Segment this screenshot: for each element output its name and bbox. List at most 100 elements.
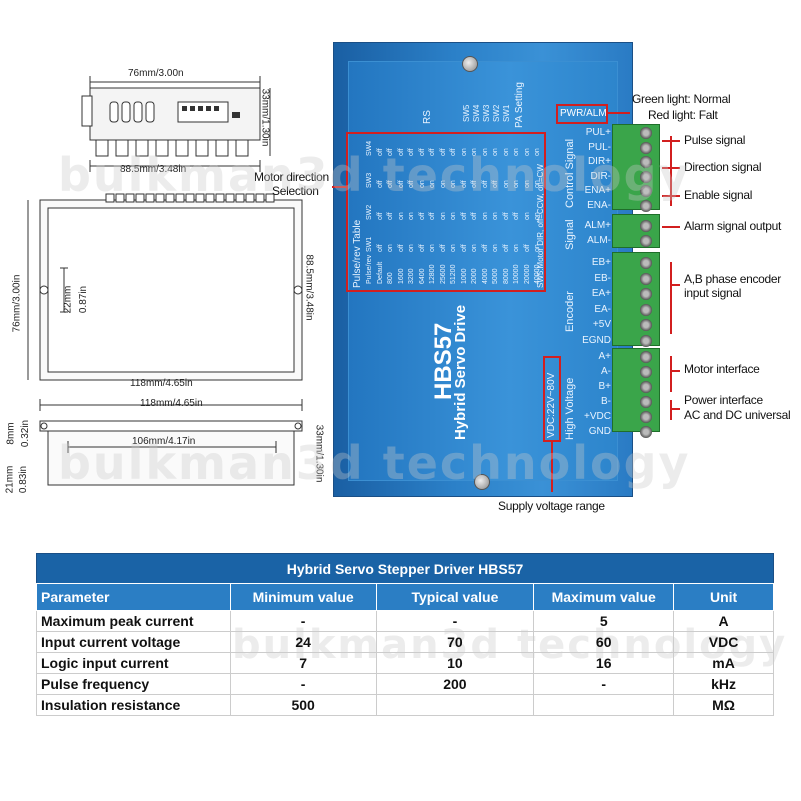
table-cell: 500 xyxy=(229,694,377,716)
callout-line-supply xyxy=(551,442,553,492)
spec-header-2: Typical value xyxy=(375,583,535,611)
pulse-table-cell: off xyxy=(418,244,426,252)
screw-bottom-icon xyxy=(474,474,490,490)
pin-label: PUL+ xyxy=(585,127,611,138)
pulse-table-cell: 10000 xyxy=(513,264,520,284)
table-cell: 16 xyxy=(533,652,675,674)
pulse-table-cell: off xyxy=(481,180,489,188)
rs-label: RS xyxy=(422,110,433,124)
pulse-table-cell: off xyxy=(502,244,510,252)
pulse-table-cell: off xyxy=(376,148,384,156)
pin-label: ALM- xyxy=(587,235,611,246)
terminal-screw-icon xyxy=(640,127,652,139)
pulse-table-cell: 8000 xyxy=(502,268,510,284)
pulse-table-cell: off xyxy=(513,212,520,220)
pulse-table-cell: off xyxy=(471,212,478,220)
pulse-table-box xyxy=(346,132,546,292)
callout-line-ena xyxy=(662,195,680,197)
terminal-screw-icon xyxy=(640,170,652,183)
pulse-table-cell: on xyxy=(450,180,457,188)
pulse-table-cell: 5000 xyxy=(492,268,499,284)
pwr-alm-label: PWR/ALM xyxy=(560,108,607,119)
pulse-table-cell: on xyxy=(534,212,541,220)
pulse-table-cell: off xyxy=(397,148,405,156)
vdc-box xyxy=(543,356,561,442)
pulse-table-cell: on xyxy=(429,180,436,188)
callout-pulse: Pulse signal xyxy=(684,133,746,147)
terminal-block-power xyxy=(612,348,660,432)
pulse-table-cell: on xyxy=(408,244,415,252)
dim-side-bottom-in: 0.83in xyxy=(18,465,30,494)
pulse-table-cell: on xyxy=(492,148,499,156)
pulse-table-cell: 12800 xyxy=(429,264,436,284)
pulse-table-cell: off xyxy=(387,212,394,220)
pin-label: DIR+ xyxy=(587,156,611,167)
pulse-table-cell: Default xyxy=(376,261,384,284)
callout-enable: Enable signal xyxy=(684,188,753,202)
pulse-table-cell: on xyxy=(408,212,415,220)
pulse-table-title: Pulse/rev Table xyxy=(352,219,363,288)
pulse-table-cell: on xyxy=(397,212,405,220)
pulse-table-cell: off xyxy=(408,180,415,188)
pulse-table-cell: off xyxy=(387,148,394,156)
terminal-screw-icon xyxy=(640,220,652,232)
dim-top-depth: 88.5mm/3.48in xyxy=(120,164,187,175)
pulse-table-cell: off xyxy=(429,148,436,156)
pulse-table-cell: on xyxy=(523,212,531,220)
callout-bracket-power xyxy=(670,400,672,420)
pulse-table-cell: SW2 xyxy=(366,204,373,220)
pulse-table-cell: off xyxy=(418,212,426,220)
spec-header-0: Parameter xyxy=(36,583,231,611)
table-cell: 70 xyxy=(375,631,535,653)
table-cell xyxy=(533,694,675,716)
pulse-table-cell: off xyxy=(418,148,426,156)
sw-label: SW2 xyxy=(492,104,501,122)
pulse-table-cell: on xyxy=(534,148,541,156)
table-cell: - xyxy=(229,673,377,695)
sw-label: SW4 xyxy=(472,104,481,122)
pin-label: ENA- xyxy=(587,199,611,211)
pa-setting-label: PA Setting xyxy=(514,82,525,128)
dim-top-height: 33mm/1.30in xyxy=(259,88,271,147)
table-cell: Logic input current xyxy=(36,652,231,674)
pin-label: +5V xyxy=(592,319,611,330)
spec-header-1: Minimum value xyxy=(229,583,377,611)
plan-view-drawing xyxy=(27,193,303,381)
pulse-table-cell: 20000 xyxy=(523,264,531,284)
dim-side-height: 33mm/1.30in xyxy=(313,424,325,483)
table-cell: Input current voltage xyxy=(36,631,231,653)
callout-line-dir xyxy=(662,167,680,169)
screw-top-icon xyxy=(462,56,478,72)
table-cell: 7 xyxy=(229,652,377,674)
pulse-table-cell: SW3 xyxy=(366,172,373,188)
pulse-table-cell: off xyxy=(460,244,468,252)
callout-line-encoder xyxy=(670,284,680,286)
pin-label: B- xyxy=(601,396,611,407)
pulse-table-cell: off xyxy=(481,244,489,252)
callout-direction: Direction signal xyxy=(684,160,762,174)
table-row: Pulse frequency-200-kHz xyxy=(36,673,774,695)
spec-header-4: Unit xyxy=(673,583,774,611)
pulse-table-cell: off xyxy=(450,148,457,156)
pulse-table-cell: off xyxy=(387,180,394,188)
pulse-table-cell: on xyxy=(387,244,394,252)
callout-red-light: Red light: Falt xyxy=(648,108,718,122)
pulse-table-cell: off xyxy=(408,148,415,156)
pulse-table-cell: 3200 xyxy=(408,268,415,284)
callout-encoder-1: A,B phase encoder xyxy=(684,272,781,286)
pulse-table-cell: off xyxy=(502,212,510,220)
dim-side-top-in: 0.32in xyxy=(20,419,32,448)
pulse-table-cell: on xyxy=(502,148,510,156)
pin-label: A- xyxy=(601,366,611,377)
table-cell: 24 xyxy=(229,631,377,653)
terminal-block-encoder xyxy=(612,252,660,346)
pulse-table-cell: Pulse/rev xyxy=(366,254,373,284)
callout-bracket-control xyxy=(670,136,672,206)
pulse-table-cell: off xyxy=(397,244,405,252)
pulse-table-cell: on xyxy=(471,244,478,252)
table-cell: VDC xyxy=(673,631,774,653)
